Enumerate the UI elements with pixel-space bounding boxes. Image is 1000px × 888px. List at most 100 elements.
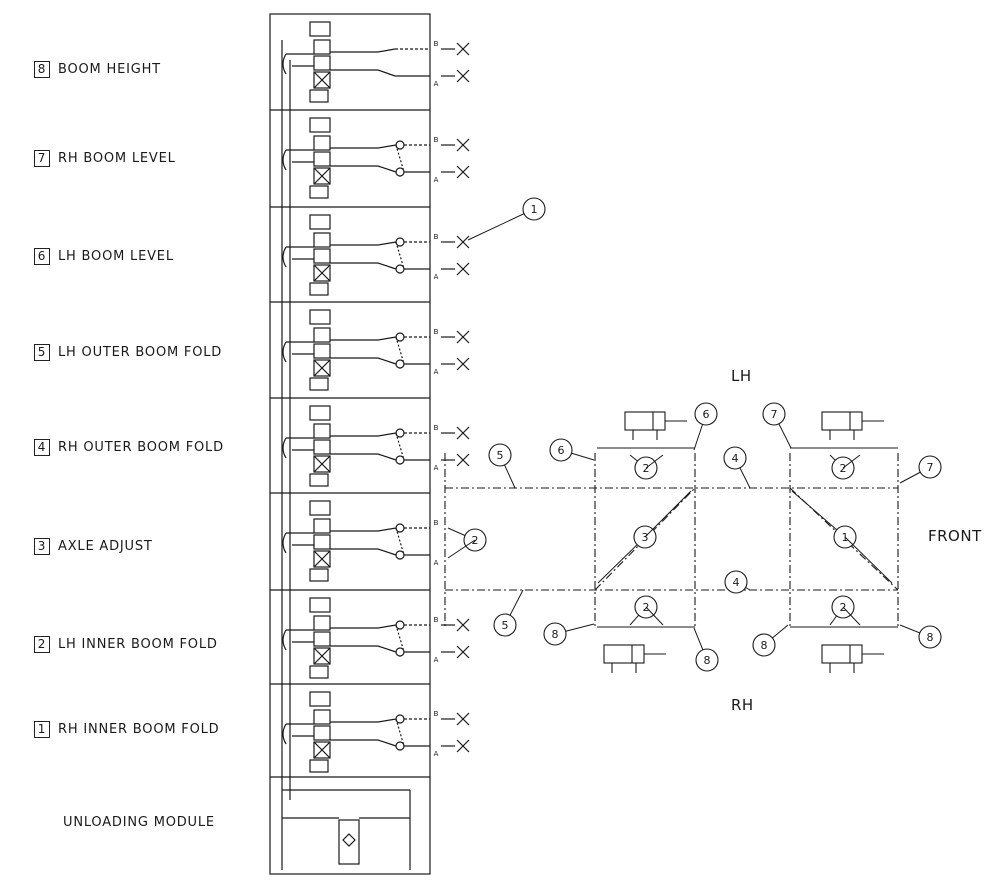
valve-section: BA bbox=[282, 597, 470, 679]
work-line-b bbox=[377, 624, 397, 629]
spool-block bbox=[313, 167, 331, 185]
callout-leader bbox=[447, 539, 476, 559]
callout-circle bbox=[752, 633, 776, 657]
section-number-6: 6 bbox=[34, 248, 50, 265]
port-label-b: B bbox=[434, 519, 439, 527]
check-valve bbox=[395, 237, 405, 247]
pilot-line bbox=[395, 718, 405, 747]
solenoid-block bbox=[309, 185, 329, 199]
valve-section: BA bbox=[282, 500, 439, 582]
supply-loop bbox=[282, 532, 287, 554]
spool-block bbox=[313, 647, 331, 665]
side-label-lh: LH bbox=[731, 367, 752, 385]
section-number-4: 4 bbox=[34, 439, 50, 456]
port-cap bbox=[456, 262, 470, 276]
section-number-1: 1 bbox=[34, 721, 50, 738]
port-label-b: B bbox=[434, 616, 439, 624]
callout-number: 2 bbox=[643, 462, 650, 475]
callout-number: 1 bbox=[531, 203, 538, 216]
section-number-5: 5 bbox=[34, 344, 50, 361]
spool-x bbox=[313, 167, 331, 185]
spool-x bbox=[313, 71, 331, 89]
side-label-rh: RH bbox=[731, 696, 754, 714]
spool-block bbox=[313, 455, 331, 473]
callout-leader bbox=[644, 490, 692, 538]
port-label-b: B bbox=[434, 233, 439, 241]
spool-block bbox=[313, 248, 331, 264]
port-cap bbox=[456, 357, 470, 371]
spool-block bbox=[313, 55, 331, 71]
callout-number: 8 bbox=[761, 639, 768, 652]
callout-number: 4 bbox=[732, 452, 739, 465]
solenoid-block bbox=[309, 759, 329, 773]
solenoid-block bbox=[309, 89, 329, 103]
solenoid-block bbox=[309, 568, 329, 582]
work-line-a bbox=[377, 645, 397, 653]
cylinder-barrel bbox=[603, 644, 645, 664]
work-line-b bbox=[377, 336, 397, 341]
valve-section: BA bbox=[282, 405, 470, 487]
cylinder-barrel bbox=[821, 411, 863, 431]
section-name-3: AXLE ADJUST bbox=[58, 539, 153, 554]
port-cap bbox=[456, 330, 470, 344]
port-label-a: A bbox=[434, 80, 439, 88]
spool-block bbox=[313, 327, 331, 343]
check-valve bbox=[395, 140, 405, 150]
cylinder-barrel bbox=[624, 411, 666, 431]
callout-number: 8 bbox=[552, 628, 559, 641]
spool-block bbox=[313, 439, 331, 455]
callout-leader bbox=[844, 536, 893, 584]
pilot-line bbox=[395, 241, 405, 270]
callout-number: 2 bbox=[840, 462, 847, 475]
port-label-b: B bbox=[434, 40, 439, 48]
hydraulic-cylinder bbox=[821, 644, 884, 673]
hydraulic-cylinder bbox=[603, 644, 666, 673]
spool-block bbox=[313, 615, 331, 631]
solenoid-block bbox=[309, 282, 329, 296]
spool-block bbox=[313, 343, 331, 359]
work-line-a bbox=[377, 69, 396, 77]
port-cap bbox=[456, 42, 470, 56]
check-valve bbox=[395, 523, 405, 533]
callout-leader bbox=[645, 454, 664, 469]
spool-block bbox=[313, 423, 331, 439]
unloading-module bbox=[282, 789, 411, 870]
check-valve bbox=[395, 620, 405, 630]
work-line-b bbox=[377, 527, 397, 532]
solenoid-block bbox=[309, 117, 331, 133]
spool-x bbox=[313, 550, 331, 568]
callout-number: 3 bbox=[642, 531, 649, 544]
solenoid-block bbox=[309, 309, 331, 325]
spool-block bbox=[313, 71, 331, 89]
solenoid-block bbox=[309, 214, 331, 230]
port-cap bbox=[456, 645, 470, 659]
valve-section: BA bbox=[282, 691, 470, 773]
work-line-a bbox=[377, 453, 397, 461]
port-label-a: A bbox=[434, 368, 439, 376]
callout-number: 4 bbox=[733, 576, 740, 589]
callout-circle bbox=[549, 438, 573, 462]
section-name-4: RH OUTER BOOM FOLD bbox=[58, 440, 224, 455]
solenoid-block bbox=[309, 500, 331, 516]
port-label-b: B bbox=[434, 328, 439, 336]
port-cap bbox=[456, 235, 470, 249]
spool-block bbox=[313, 151, 331, 167]
valve-section: BA bbox=[282, 117, 470, 199]
supply-loop bbox=[282, 149, 287, 171]
port-label-a: A bbox=[434, 750, 439, 758]
callout-number: 6 bbox=[703, 408, 710, 421]
spool-block bbox=[313, 741, 331, 759]
callout-number: 7 bbox=[927, 461, 934, 474]
cylinder-barrel bbox=[821, 644, 863, 664]
check-valve bbox=[395, 714, 405, 724]
boom-diagonal bbox=[789, 487, 899, 591]
work-line-a bbox=[377, 357, 397, 365]
port-cap bbox=[456, 426, 470, 440]
callout-circle bbox=[918, 625, 942, 649]
supply-loop bbox=[282, 341, 287, 363]
unloading-module-label: UNLOADING MODULE bbox=[63, 815, 215, 830]
section-name-7: RH BOOM LEVEL bbox=[58, 151, 176, 166]
